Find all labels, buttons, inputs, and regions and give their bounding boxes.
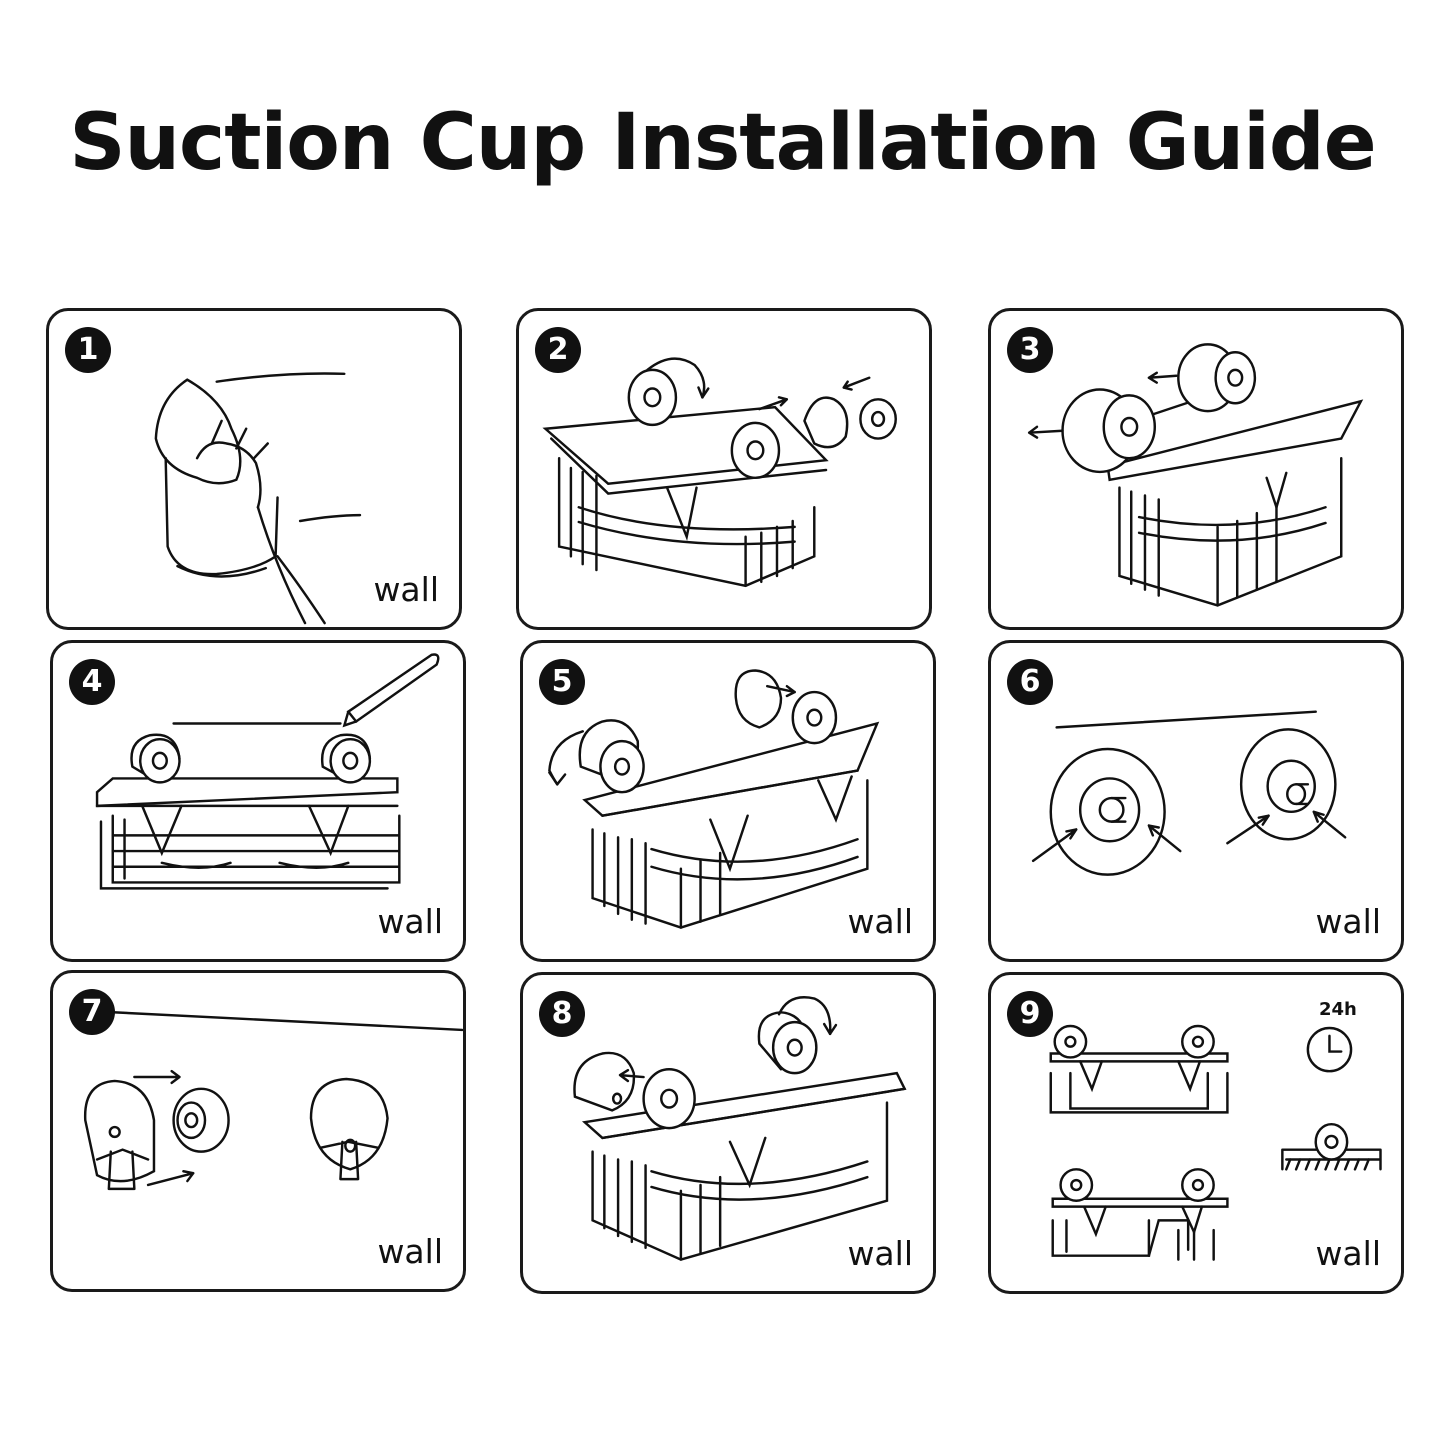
step-9-panel: 9 24h wall xyxy=(988,972,1404,1294)
step-3-panel: 3 xyxy=(988,308,1404,630)
wall-label: wall xyxy=(847,902,913,941)
step-number-badge: 2 xyxy=(535,327,581,373)
step-number-badge: 9 xyxy=(1007,991,1053,1037)
step-number-badge: 1 xyxy=(65,327,111,373)
step-number-badge: 8 xyxy=(539,991,585,1037)
wall-label: wall xyxy=(1315,902,1381,941)
step-number-badge: 4 xyxy=(69,659,115,705)
attach-suction-cups-illustration xyxy=(542,357,897,588)
step-5-panel: 5 wall xyxy=(520,640,936,962)
mount-hooks-illustration xyxy=(84,1011,463,1191)
wait-time-label: 24h xyxy=(1319,999,1357,1020)
step-6-panel: 6 wall xyxy=(988,640,1404,962)
hang-basket-illustration xyxy=(573,996,907,1261)
wait-and-load-illustration xyxy=(1049,1024,1382,1261)
step-number-badge: 5 xyxy=(539,659,585,705)
wall-label: wall xyxy=(1315,1234,1381,1273)
mark-wall-illustration xyxy=(95,653,440,890)
step-8-panel: 8 wall xyxy=(520,972,936,1294)
step-number-badge: 3 xyxy=(1007,327,1053,373)
step-number-badge: 7 xyxy=(69,989,115,1035)
wall-label: wall xyxy=(847,1234,913,1273)
wipe-wall-illustration xyxy=(154,372,362,625)
wall-label: wall xyxy=(377,902,443,941)
wall-label: wall xyxy=(373,570,439,609)
step-number-badge: 6 xyxy=(1007,659,1053,705)
page-title: Suction Cup Installation Guide xyxy=(69,98,1376,188)
wall-label: wall xyxy=(377,1232,443,1271)
remove-suction-cups-illustration xyxy=(548,669,880,929)
step-4-panel: 4 wall xyxy=(50,640,466,962)
step-2-panel: 2 xyxy=(516,308,932,630)
step-1-panel: 1 wall xyxy=(46,308,462,630)
step-7-panel: 7 wall xyxy=(50,970,466,1292)
press-suction-cups-illustration xyxy=(1031,710,1347,876)
position-basket-illustration xyxy=(1027,343,1364,607)
